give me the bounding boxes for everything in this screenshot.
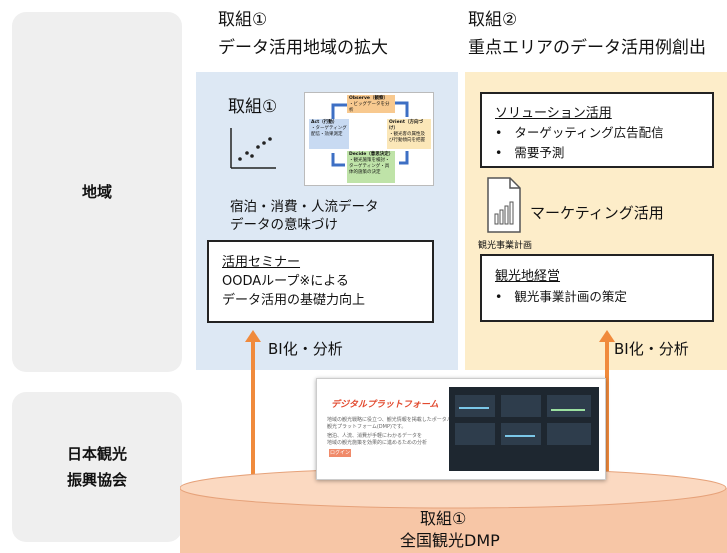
platform-desc-line3: 宿泊、人流、消費が手軽にわかるデータを <box>327 433 423 439</box>
left-up-arrow-shaft <box>251 340 255 500</box>
solution-bullet-2: •需要予測 <box>495 145 565 160</box>
observe-card: Observe（観察） ・ビッグデータを分析 <box>347 95 395 113</box>
right-up-arrow-icon <box>599 330 615 342</box>
marketing-label: マーケティング活用 <box>530 204 664 222</box>
initiative1-panel-title: 取組① <box>228 97 278 117</box>
decide-card: Decide（意思決定） ・観光施策を検討・ターゲティング・具体的施策の決定 <box>347 151 395 183</box>
ooda-diagram: Observe（観察） ・ビッグデータを分析 Orient（方向づけ） ・観光客… <box>304 92 434 186</box>
platform-login-button[interactable]: ログイン <box>329 449 351 457</box>
orient-card: Orient（方向づけ） ・観光客の属性及び行動傾向を把握 <box>387 119 431 149</box>
scatter-chart-icon <box>230 128 276 169</box>
seminar-line3: データ活用の基礎力向上 <box>222 293 366 308</box>
platform-screenshot: デジタルプラットフォーム 地域の観光戦略に役立つ、観光情報を掲載したポータル 観… <box>316 378 606 480</box>
solution-box: ソリューション活用 •ターゲッティング広告配信 •需要予測 <box>480 92 714 168</box>
solution-title: ソリューション活用 <box>495 106 612 121</box>
jnto-label-line1: 日本観光 <box>66 445 127 463</box>
seminar-line2: OODAループ※による <box>222 274 349 289</box>
document-chart-icon <box>487 177 521 233</box>
seminar-box: 活用セミナー OODAループ※による データ活用の基礎力向上 <box>207 240 434 323</box>
data-caption-line2: データの意味づけ <box>230 217 338 233</box>
jnto-side-box: 日本観光 振興協会 <box>12 392 182 542</box>
region-side-box: 地域 <box>12 12 182 372</box>
platform-desc-line4: 地域の観光施策を効果的に進めるための分析 <box>327 440 428 446</box>
tourism-management-bullet-1: •観光事業計画の策定 <box>495 289 627 304</box>
right-up-arrow-shaft <box>605 340 609 500</box>
tourism-management-title: 観光地経営 <box>495 269 561 284</box>
column2-bi-label: BI化・分析 <box>614 340 689 358</box>
seminar-title: 活用セミナー <box>222 255 301 270</box>
tourism-management-box: 観光地経営 •観光事業計画の策定 <box>480 254 714 322</box>
act-card: Act（行動） ・ターゲティング配信・効果測定 <box>309 119 349 149</box>
solution-bullet-1: •ターゲッティング広告配信 <box>495 125 664 140</box>
column1-heading-line1: 取組① <box>218 10 268 30</box>
column1-bi-label: BI化・分析 <box>268 340 343 358</box>
ooda-cycle-arrows-icon <box>331 101 409 167</box>
platform-desc-line1: 地域の観光戦略に役立つ、観光情報を掲載したポータル <box>327 417 452 423</box>
platform-logo: デジタルプラットフォーム <box>331 400 439 410</box>
dmp-label-line1: 取組① <box>420 509 467 528</box>
platform-dashboard-image <box>449 387 599 471</box>
left-up-arrow-icon <box>245 330 261 342</box>
column2-heading-line1: 取組② <box>468 10 518 30</box>
column1-heading-line2: データ活用地域の拡大 <box>218 38 388 58</box>
dmp-label-line2: 全国観光DMP <box>400 531 500 550</box>
document-caption: 観光事業計画 <box>478 241 533 251</box>
data-caption-line1: 宿泊・消費・人流データ <box>230 199 379 215</box>
region-label: 地域 <box>81 183 112 201</box>
column2-heading-line2: 重点エリアのデータ活用例創出 <box>468 38 706 58</box>
jnto-label-line2: 振興協会 <box>66 471 127 489</box>
platform-desc-line2: 観光プラットフォーム(DMP)です。 <box>327 424 407 430</box>
